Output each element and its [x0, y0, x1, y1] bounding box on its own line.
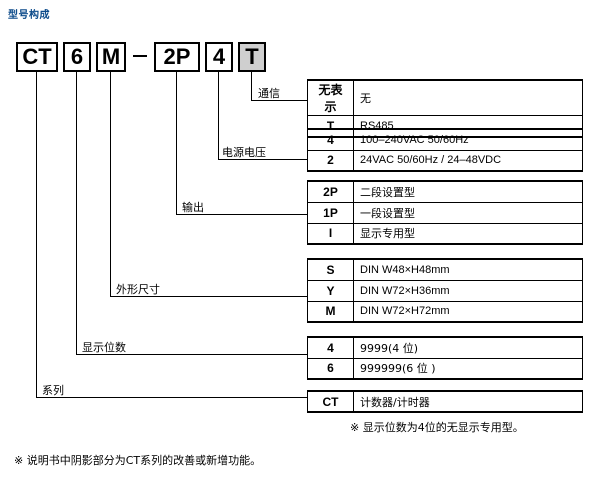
option-desc: 24VAC 50/60Hz / 24–48VDC — [353, 149, 583, 172]
leader-power-vertical — [218, 72, 219, 160]
option-desc: 一段设置型 — [353, 201, 583, 224]
option-desc: 无 — [353, 79, 583, 116]
leader-series-horizontal — [36, 397, 307, 398]
leader-power-horizontal — [218, 159, 307, 160]
label-series: 系列 — [42, 384, 64, 397]
option-desc: DIN W72×H72mm — [353, 300, 583, 323]
code-dash — [133, 55, 147, 57]
option-code: I — [307, 222, 354, 245]
option-desc: 显示专用型 — [353, 222, 583, 245]
code-part-digits: 6 — [63, 42, 91, 72]
option-code: S — [307, 258, 354, 281]
option-code: CT — [307, 390, 354, 413]
option-desc: 二段设置型 — [353, 180, 583, 203]
leader-size-horizontal — [110, 296, 307, 297]
option-desc: 999999(6 位 ) — [353, 357, 583, 380]
note-display-only: ※ 显示位数为4位的无显示专用型。 — [350, 421, 524, 434]
section-title: 型号构成 — [8, 10, 50, 21]
option-code: Y — [307, 279, 354, 302]
option-code: 4 — [307, 128, 354, 151]
option-code: M — [307, 300, 354, 323]
leader-output-vertical — [176, 72, 177, 215]
option-desc: 9999(4 位) — [353, 336, 583, 359]
leader-series-vertical — [36, 72, 37, 398]
code-part-size: M — [96, 42, 126, 72]
leader-comm-vertical — [251, 72, 252, 101]
label-digits: 显示位数 — [82, 341, 126, 354]
leader-output-horizontal — [176, 214, 307, 215]
code-part-comm: T — [238, 42, 266, 72]
label-output: 输出 — [182, 201, 204, 214]
leader-digits-horizontal — [76, 354, 307, 355]
leader-digits-vertical — [76, 72, 77, 355]
option-code: 4 — [307, 336, 354, 359]
option-desc: DIN W48×H48mm — [353, 258, 583, 281]
option-desc: 100–240VAC 50/60Hz — [353, 128, 583, 151]
code-part-series: CT — [16, 42, 58, 72]
code-part-power: 4 — [205, 42, 233, 72]
option-code: 2P — [307, 180, 354, 203]
option-code: 1P — [307, 201, 354, 224]
option-desc: 计数器/计时器 — [353, 390, 583, 413]
label-comm: 通信 — [258, 87, 280, 100]
leader-comm-horizontal — [251, 100, 307, 101]
option-desc: DIN W72×H36mm — [353, 279, 583, 302]
option-code: 2 — [307, 149, 354, 172]
option-code: 无表示 — [307, 79, 354, 116]
label-power: 电源电压 — [222, 146, 266, 159]
footnote: ※ 说明书中阴影部分为CT系列的改善或新增功能。 — [14, 454, 262, 467]
option-code: 6 — [307, 357, 354, 380]
leader-size-vertical — [110, 72, 111, 297]
label-size: 外形尺寸 — [116, 283, 160, 296]
code-part-output: 2P — [154, 42, 200, 72]
